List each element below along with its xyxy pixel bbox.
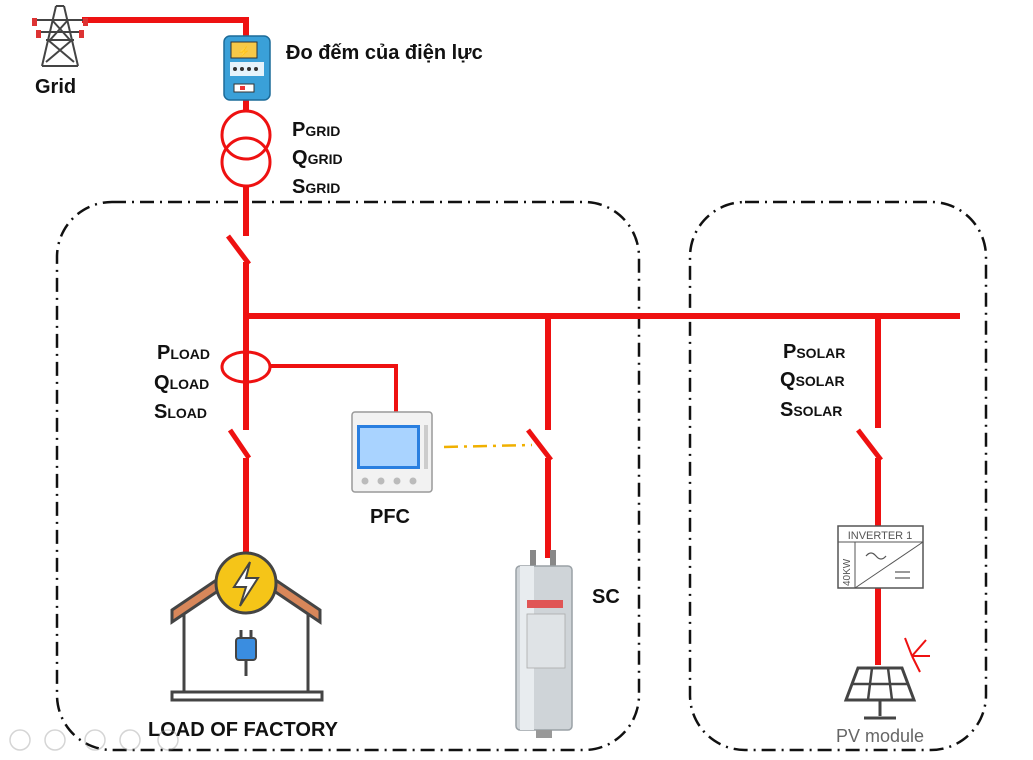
inverter-icon: INVERTER 1 40KW (837, 525, 924, 589)
s-load-sub: LOAD (167, 405, 207, 421)
factory-house-icon (170, 551, 324, 702)
grid-label: Grid (35, 76, 76, 98)
svg-text:QGRID: QGRID (292, 147, 343, 169)
pfc-ct-wire (270, 364, 398, 414)
svg-text:PGRID: PGRID (292, 119, 340, 141)
solar-panel-icon (843, 637, 930, 720)
sc-breaker (526, 428, 553, 462)
q-grid-sub: GRID (308, 151, 343, 167)
pv-label: PV module (836, 726, 924, 746)
load-label: LOAD OF FACTORY (148, 719, 339, 741)
capacitor-icon (515, 550, 573, 738)
load-measurements: PLOAD QLOAD SLOAD (154, 342, 210, 423)
meter-label: Đo đếm của điện lực (286, 42, 483, 64)
energy-meter-icon: ⚡ (223, 35, 271, 101)
sc-label: SC (592, 586, 620, 608)
p-load-sub: LOAD (170, 346, 210, 362)
power-lines (82, 17, 960, 665)
factory-boundary (55, 200, 641, 752)
q-grid-main: Q (292, 147, 308, 169)
slideshow-controls[interactable] (9, 729, 179, 751)
inverter-title: INVERTER 1 (848, 530, 913, 542)
q-load-sub: LOAD (170, 376, 210, 392)
q-load-main: Q (154, 372, 170, 394)
svg-text:QLOAD: QLOAD (154, 372, 209, 394)
prev-slide-icon[interactable] (9, 729, 31, 751)
pen-icon[interactable] (84, 729, 106, 751)
svg-text:⚡: ⚡ (238, 45, 250, 58)
solar-measurements: PSOLAR QSOLAR SSOLAR (780, 341, 845, 421)
p-grid-sub: GRID (305, 123, 340, 139)
next-slide-icon[interactable] (44, 729, 66, 751)
current-transformer-icon (220, 109, 272, 188)
load-ct-icon (220, 350, 272, 384)
s-grid-sub: GRID (305, 180, 340, 196)
q-solar-main: Q (780, 369, 796, 391)
svg-text:SSOLAR: SSOLAR (780, 399, 842, 421)
svg-text:PSOLAR: PSOLAR (783, 341, 845, 363)
solar-breaker (856, 428, 883, 462)
p-grid-main: P (292, 119, 305, 141)
slides-icon[interactable] (119, 729, 141, 751)
s-grid-main: S (292, 176, 305, 198)
zoom-icon[interactable] (157, 729, 179, 751)
p-solar-main: P (783, 341, 796, 363)
svg-text:PLOAD: PLOAD (157, 342, 210, 364)
p-solar-sub: SOLAR (796, 345, 845, 361)
s-load-main: S (154, 401, 167, 423)
s-solar-main: S (780, 399, 793, 421)
grid-measurements: PGRID QGRID SGRID (292, 119, 343, 198)
pfc-label: PFC (370, 506, 410, 528)
load-breaker (227, 428, 252, 460)
s-solar-sub: SOLAR (793, 403, 842, 419)
pfc-controller-icon (351, 411, 433, 493)
inverter-rating: 40KW (842, 558, 853, 586)
transmission-tower-icon (32, 5, 88, 67)
q-solar-sub: SOLAR (796, 373, 845, 389)
svg-text:SGRID: SGRID (292, 176, 340, 198)
solar-boundary (688, 200, 988, 752)
svg-text:QSOLAR: QSOLAR (780, 369, 845, 391)
p-load-main: P (157, 342, 170, 364)
grid-breaker (226, 234, 251, 266)
pfc-control-link (443, 443, 533, 449)
svg-text:SLOAD: SLOAD (154, 401, 207, 423)
